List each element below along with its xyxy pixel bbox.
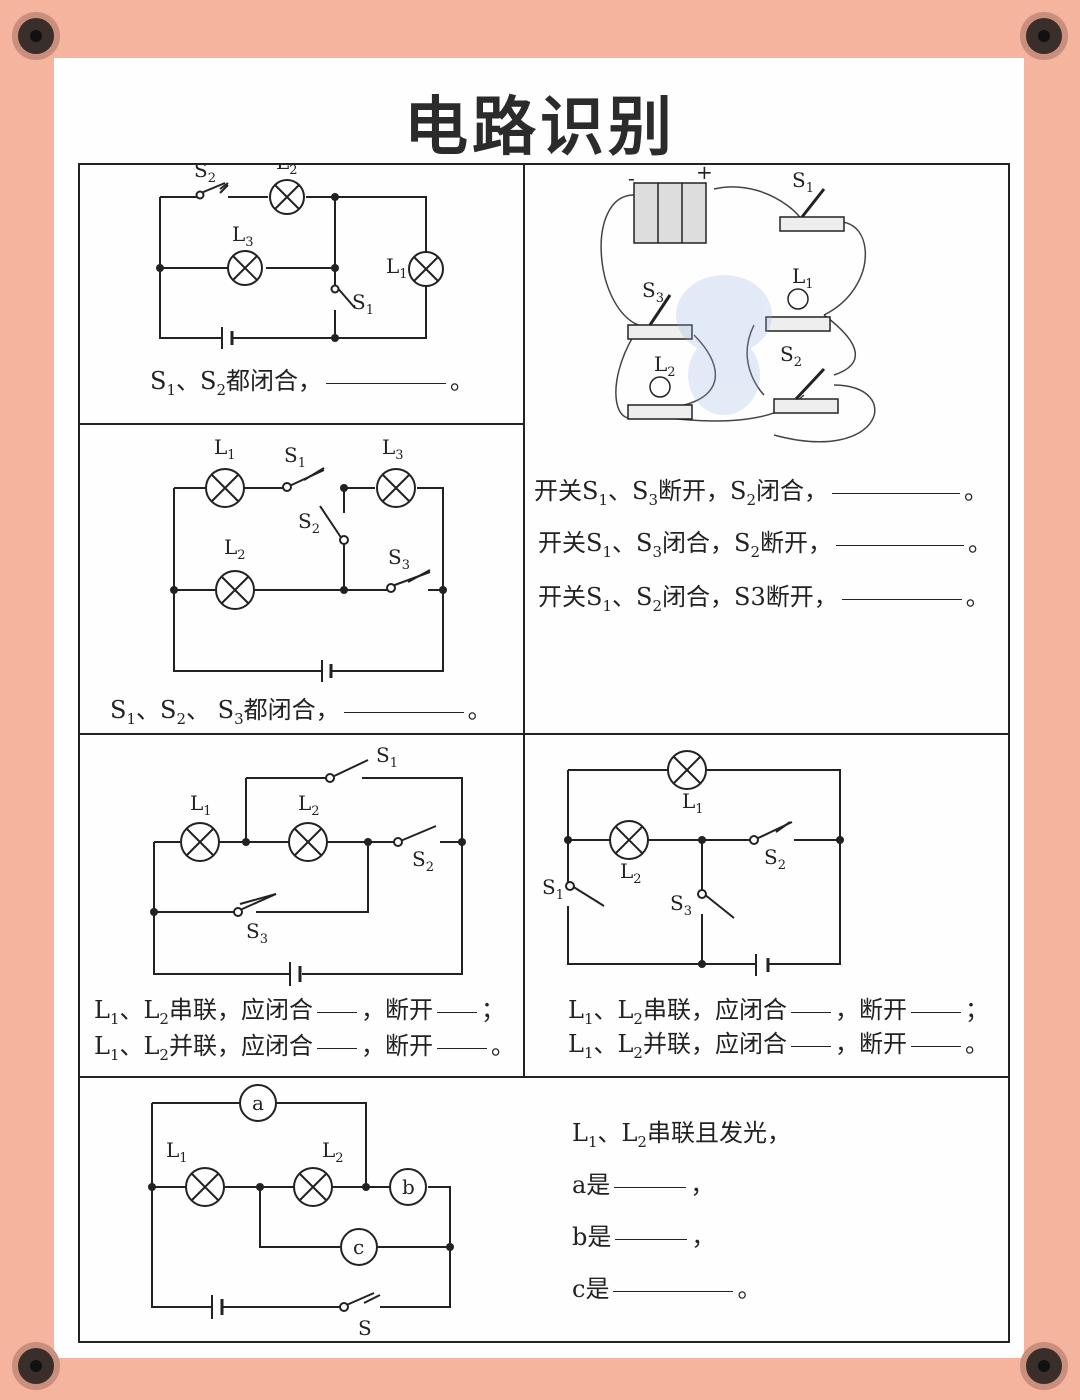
question-2: S1、S2、 S3都闭合，。 — [110, 696, 492, 728]
label-s3: S3 — [642, 278, 664, 306]
panel-3: - + S1 — [524, 165, 1010, 734]
question-3c: 开关S1、S2闭合，S3断开，。 — [538, 583, 990, 615]
meter-b-label: b — [402, 1175, 415, 1199]
label-l3: L3 — [382, 435, 404, 463]
label-l3: L3 — [232, 222, 254, 250]
label-l2: L2 — [654, 352, 676, 380]
meter-a-label: a — [252, 1091, 264, 1115]
label-s1: S1 — [542, 875, 564, 903]
battery-plus: + — [696, 165, 713, 184]
panel-4: S1 L1 L2 S2 S3 L1、L2串联，应闭合，断开； L1、L2并联，应… — [80, 734, 524, 1077]
question-1: S1、S2都闭合，。 — [150, 367, 474, 399]
label-l2: L2 — [620, 859, 642, 887]
label-l1: L1 — [214, 435, 236, 463]
label-l1: L1 — [792, 264, 814, 292]
label-l1: L1 — [166, 1138, 188, 1166]
label-s3: S3 — [670, 891, 692, 919]
question-6-b: b是， — [572, 1223, 716, 1251]
question-4a: L1、L2串联，应闭合，断开； — [94, 996, 505, 1028]
label-s1: S1 — [792, 168, 814, 196]
label-s2: S2 — [764, 845, 786, 873]
question-4b: L1、L2并联，应闭合，断开。 — [94, 1032, 515, 1064]
question-6-a: a是， — [572, 1171, 715, 1199]
pin-icon — [1020, 1342, 1068, 1390]
label-s1: S1 — [284, 443, 306, 471]
question-6-intro: L1、L2串联且发光， — [572, 1119, 791, 1151]
label-s3: S3 — [388, 545, 410, 573]
panel-1: S2 L2 L3 L1 S1 S1、S2都闭合，。 — [80, 165, 524, 424]
label-l1: L1 — [386, 254, 408, 282]
grid-lines — [80, 165, 1010, 1078]
pin-icon — [12, 1342, 60, 1390]
panel-2: L1 S1 L3 S2 L2 S3 S1、S2、 S3都闭合，。 — [80, 424, 524, 734]
label-s2: S2 — [780, 342, 802, 370]
meter-c-label: c — [353, 1235, 364, 1259]
label-s2: S2 — [298, 509, 320, 537]
label-l1: L1 — [682, 789, 704, 817]
worksheet-board: S2 L2 L3 L1 S1 S1、S2都闭合，。 — [78, 163, 1010, 1343]
label-s2: S2 — [194, 165, 216, 186]
label-l1: L1 — [190, 791, 212, 819]
page-title: 电路识别 — [404, 91, 676, 165]
question-5a: L1、L2串联，应闭合，断开； — [568, 996, 989, 1028]
label-s1: S1 — [376, 743, 398, 771]
pin-icon — [1020, 12, 1068, 60]
label-l2: L2 — [224, 535, 246, 563]
question-6-c: c是。 — [572, 1275, 762, 1303]
label-l2: L2 — [276, 165, 298, 178]
label-s2: S2 — [412, 847, 434, 875]
question-5b: L1、L2并联，应闭合，断开。 — [568, 1030, 989, 1062]
battery-minus: - — [628, 166, 635, 190]
label-s1: S1 — [352, 290, 374, 318]
question-3b: 开关S1、S3闭合，S2断开，。 — [538, 529, 992, 561]
question-3a: 开关S1、S3断开，S2闭合，。 — [534, 477, 988, 509]
panel-5: L1 L2 S2 S1 S3 L1、L2串联，应闭合，断开； L1、L2并联，应… — [524, 734, 1010, 1077]
pin-icon — [12, 12, 60, 60]
label-l2: L2 — [322, 1138, 344, 1166]
label-l2: L2 — [298, 791, 320, 819]
label-s3: S3 — [246, 919, 268, 947]
panel-6: a b c L1 L2 S L1、L2串联且发光， a是， b是， c是。 — [80, 1077, 1010, 1343]
label-s: S — [358, 1316, 372, 1340]
